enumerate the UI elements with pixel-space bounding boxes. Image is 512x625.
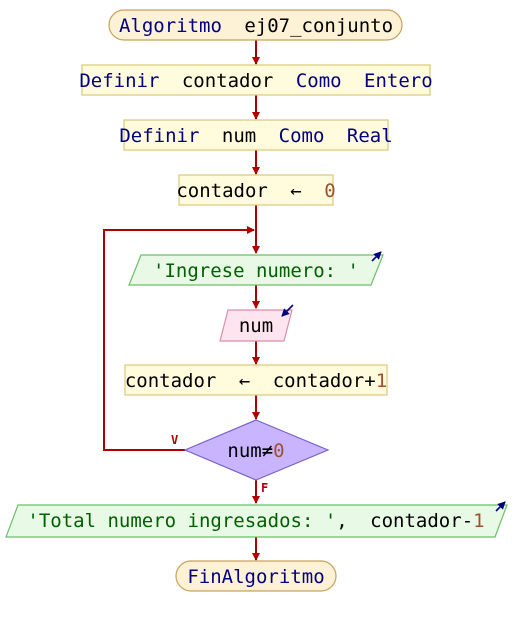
output-arrow-icon bbox=[371, 251, 382, 262]
loop-back-line bbox=[103, 226, 255, 451]
def2-type: Real bbox=[347, 125, 393, 147]
output2-sep: , bbox=[336, 510, 347, 532]
assign1-value: 0 bbox=[324, 180, 335, 202]
svg-text:num: num bbox=[239, 315, 273, 337]
assign2-arrow: ← bbox=[239, 370, 250, 392]
def2-var: num bbox=[222, 125, 256, 147]
svg-text:contador ← 0: contador ← 0 bbox=[176, 180, 335, 202]
def1-type: Entero bbox=[364, 70, 433, 92]
def1-como: Como bbox=[296, 70, 342, 92]
output1-text: 'Ingrese numero: ' bbox=[153, 260, 359, 282]
output2-op: - bbox=[462, 510, 473, 532]
decision-node: num≠0 V F bbox=[171, 419, 330, 495]
start-node: Algoritmo ej07_conjunto bbox=[108, 9, 403, 41]
input-arrow-icon bbox=[281, 304, 294, 317]
true-branch-label: V bbox=[171, 433, 178, 447]
def1-keyword: Definir bbox=[79, 70, 159, 92]
output-total-node: 'Total numero ingresados: ', contador-1 bbox=[5, 501, 508, 538]
output-arrow-icon bbox=[495, 501, 506, 512]
define-num-node: Definir num Como Real bbox=[119, 119, 393, 151]
def2-keyword: Definir bbox=[119, 125, 199, 147]
define-contador-node: Definir contador Como Entero bbox=[79, 64, 433, 96]
svg-text:num≠0: num≠0 bbox=[227, 440, 284, 462]
assign-contador-increment-node: contador ← contador+1 bbox=[124, 364, 388, 396]
svg-text:Definir contador C: Definir contador Como Entero bbox=[79, 70, 432, 92]
input-num-node: num bbox=[219, 304, 294, 342]
assign2-target: contador bbox=[125, 370, 217, 392]
assign1-arrow: ← bbox=[290, 180, 301, 202]
assign2-value: 1 bbox=[376, 370, 387, 392]
svg-text:Definir num Como: Definir num Como Real bbox=[119, 125, 392, 147]
def2-como: Como bbox=[279, 125, 325, 147]
svg-text:FinAlgoritmo: FinAlgoritmo bbox=[187, 566, 324, 588]
svg-text:contador ← contado: contador ← contador+1 bbox=[125, 370, 387, 392]
svg-text:Algoritmo ej07_conjunto: Algoritmo ej07_conjunto bbox=[119, 15, 393, 37]
assign-contador-zero-node: contador ← 0 bbox=[176, 174, 336, 206]
output2-text: 'Total numero ingresados: ' bbox=[27, 510, 336, 532]
end-keyword: FinAlgoritmo bbox=[187, 566, 324, 588]
svg-text:'Total numero ingresados: ',: 'Total numero ingresados: ', contador-1 bbox=[27, 510, 484, 532]
flow-connectors bbox=[103, 40, 260, 561]
svg-text:'Ingrese numero: ': 'Ingrese numero: ' bbox=[153, 260, 359, 282]
decision-op: ≠ bbox=[262, 440, 273, 462]
algorithm-name: ej07_conjunto bbox=[244, 15, 393, 37]
output-prompt-node: 'Ingrese numero: ' bbox=[128, 251, 384, 286]
output2-value: 1 bbox=[473, 510, 484, 532]
assign2-expr: contador bbox=[273, 370, 365, 392]
false-branch-label: F bbox=[261, 481, 268, 495]
decision-value: 0 bbox=[273, 440, 284, 462]
input1-var: num bbox=[239, 315, 273, 337]
start-keyword: Algoritmo bbox=[119, 15, 222, 37]
end-node: FinAlgoritmo bbox=[175, 560, 337, 592]
assign1-target: contador bbox=[176, 180, 268, 202]
def1-var: contador bbox=[182, 70, 274, 92]
decision-var: num bbox=[227, 440, 261, 462]
output2-expr: contador bbox=[370, 510, 462, 532]
assign2-op: + bbox=[364, 370, 375, 392]
